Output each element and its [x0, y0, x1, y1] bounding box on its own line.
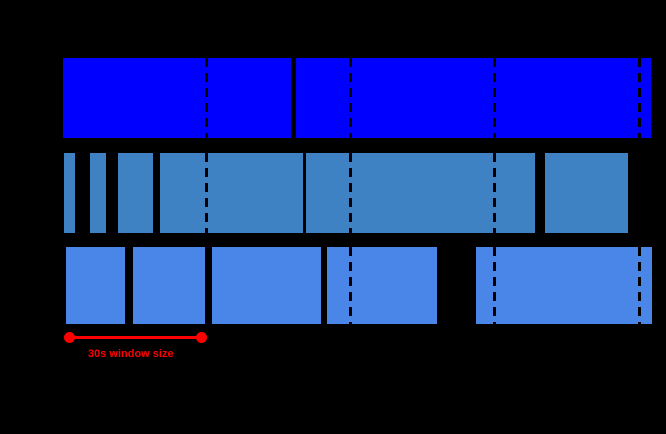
window-size-arrow-line	[64, 335, 207, 339]
window-boundary-line	[637, 153, 641, 233]
window-boundary-line	[492, 58, 496, 138]
timeline-bar-track-2	[64, 153, 75, 233]
window-boundary-line	[204, 247, 208, 324]
window-boundary-line	[637, 58, 641, 138]
timeline-bar-track-2	[160, 153, 303, 233]
timeline-bar-track-3	[212, 247, 321, 324]
timeline-bar-track-3	[476, 247, 652, 324]
window-boundary-line	[348, 58, 352, 138]
timeline-bar-track-1	[63, 58, 291, 138]
window-boundary-line	[348, 153, 352, 233]
timeline-bar-track-2	[118, 153, 153, 233]
window-size-arrow-left-dot	[64, 331, 75, 343]
window-size-arrow-right-dot	[196, 331, 207, 343]
timeline-bar-track-2	[545, 153, 628, 233]
timeline-bar-track-1	[296, 58, 651, 138]
window-boundary-line	[204, 58, 208, 138]
timeline-bar-track-3	[66, 247, 125, 324]
window-size-label: 30s window size	[88, 348, 174, 360]
timeline-bar-track-3	[133, 247, 205, 324]
window-boundary-line	[492, 153, 496, 233]
window-boundary-line	[348, 247, 352, 324]
window-boundary-line	[204, 153, 208, 233]
timeline-bar-track-3	[327, 247, 437, 324]
window-boundary-line	[492, 247, 496, 324]
timeline-bar-track-2	[90, 153, 106, 233]
window-boundary-line	[637, 247, 641, 324]
timeline-bar-track-2	[306, 153, 535, 233]
